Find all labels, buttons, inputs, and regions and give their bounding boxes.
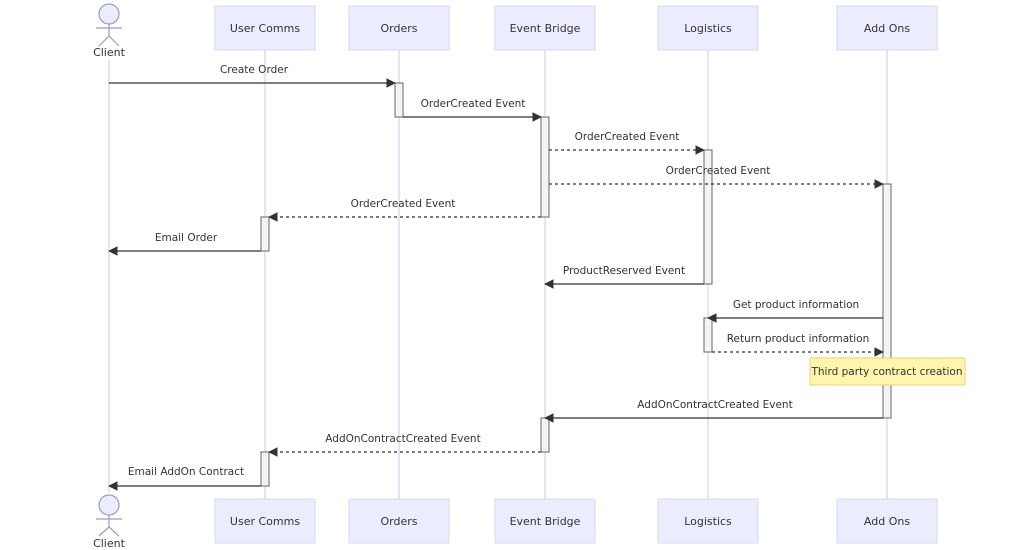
activation-addons — [882, 183, 892, 419]
participant-orders-bottom[interactable]: Orders — [348, 498, 450, 544]
stick-figure-icon — [96, 3, 122, 47]
message-ordercreated-to-eventbridge[interactable]: OrderCreated Event — [403, 98, 542, 122]
note-label: Third party contract creation — [810, 366, 962, 378]
messages: Create Order OrderCreated Event OrderCre… — [108, 64, 884, 491]
message-create-order[interactable]: Create Order — [109, 64, 396, 88]
participants-bottom: User Comms Orders Event Bridge Logistics… — [214, 498, 938, 544]
message-ordercreated-to-addons[interactable]: OrderCreated Event — [549, 165, 884, 189]
participants-top: User Comms Orders Event Bridge Logistics… — [214, 5, 938, 51]
message-label: Email AddOn Contract — [128, 466, 244, 478]
participant-box — [214, 5, 316, 51]
participant-label: Orders — [381, 515, 418, 528]
message-addoncontract-to-usercomms[interactable]: AddOnContractCreated Event — [268, 433, 541, 457]
message-label: Get product information — [733, 299, 859, 311]
message-label: ProductReserved Event — [563, 265, 685, 277]
message-label: OrderCreated Event — [666, 165, 771, 177]
participant-logistics-top[interactable]: Logistics — [657, 5, 759, 51]
participant-label: User Comms — [230, 22, 300, 35]
participant-box — [214, 498, 316, 544]
participant-box — [494, 498, 596, 544]
message-ordercreated-to-usercomms[interactable]: OrderCreated Event — [268, 198, 541, 222]
participant-usercomms-top[interactable]: User Comms — [214, 5, 316, 51]
message-label: Email Order — [155, 232, 218, 244]
actor-label: Client — [93, 46, 126, 59]
activation-eventbridge-2 — [540, 417, 550, 453]
participant-usercomms-bottom[interactable]: User Comms — [214, 498, 316, 544]
participant-box — [494, 5, 596, 51]
participant-eventbridge-bottom[interactable]: Event Bridge — [494, 498, 596, 544]
participant-box — [836, 498, 938, 544]
message-label: OrderCreated Event — [421, 98, 526, 110]
note-box — [809, 357, 966, 386]
message-addoncontract-to-eventbridge[interactable]: AddOnContractCreated Event — [544, 399, 883, 423]
message-label: Return product information — [727, 333, 870, 345]
activation-eventbridge-1 — [540, 116, 550, 218]
participant-label: Orders — [381, 22, 418, 35]
activation-orders — [394, 82, 404, 118]
message-label: OrderCreated Event — [351, 198, 456, 210]
participant-label: Logistics — [684, 515, 732, 528]
participant-addons-top[interactable]: Add Ons — [836, 5, 938, 51]
participant-box — [657, 498, 759, 544]
participant-label: Add Ons — [864, 515, 910, 528]
participant-label: Event Bridge — [510, 22, 581, 35]
message-label: OrderCreated Event — [575, 131, 680, 143]
activation-logistics-2 — [703, 317, 713, 353]
participant-label: Add Ons — [864, 22, 910, 35]
participant-box — [657, 5, 759, 51]
message-email-order[interactable]: Email Order — [108, 232, 261, 256]
participant-label: Logistics — [684, 22, 732, 35]
participant-orders-top[interactable]: Orders — [348, 5, 450, 51]
actor-label: Client — [93, 537, 126, 550]
actor-client-top[interactable]: Client — [93, 3, 126, 59]
message-label: AddOnContractCreated Event — [325, 433, 480, 445]
activation-bars — [260, 82, 892, 487]
participant-label: Event Bridge — [510, 515, 581, 528]
actor-client-bottom[interactable]: Client — [93, 494, 126, 550]
stick-figure-icon — [96, 494, 122, 537]
activation-usercomms-1 — [260, 216, 270, 252]
participant-addons-bottom[interactable]: Add Ons — [836, 498, 938, 544]
message-productreserved[interactable]: ProductReserved Event — [544, 265, 704, 289]
participant-box — [348, 5, 450, 51]
message-label: AddOnContractCreated Event — [637, 399, 792, 411]
message-get-product-info[interactable]: Get product information — [707, 299, 883, 323]
participant-label: User Comms — [230, 515, 300, 528]
participant-box — [836, 5, 938, 51]
message-ordercreated-to-logistics[interactable]: OrderCreated Event — [549, 131, 705, 155]
note-third-party-contract[interactable]: Third party contract creation — [809, 357, 966, 386]
participant-logistics-bottom[interactable]: Logistics — [657, 498, 759, 544]
activation-usercomms-2 — [260, 451, 270, 487]
message-label: Create Order — [220, 64, 289, 76]
participant-box — [348, 498, 450, 544]
message-email-addon-contract[interactable]: Email AddOn Contract — [108, 466, 261, 491]
activation-logistics-1 — [703, 149, 713, 285]
message-return-product-info[interactable]: Return product information — [712, 333, 884, 357]
participant-eventbridge-top[interactable]: Event Bridge — [494, 5, 596, 51]
